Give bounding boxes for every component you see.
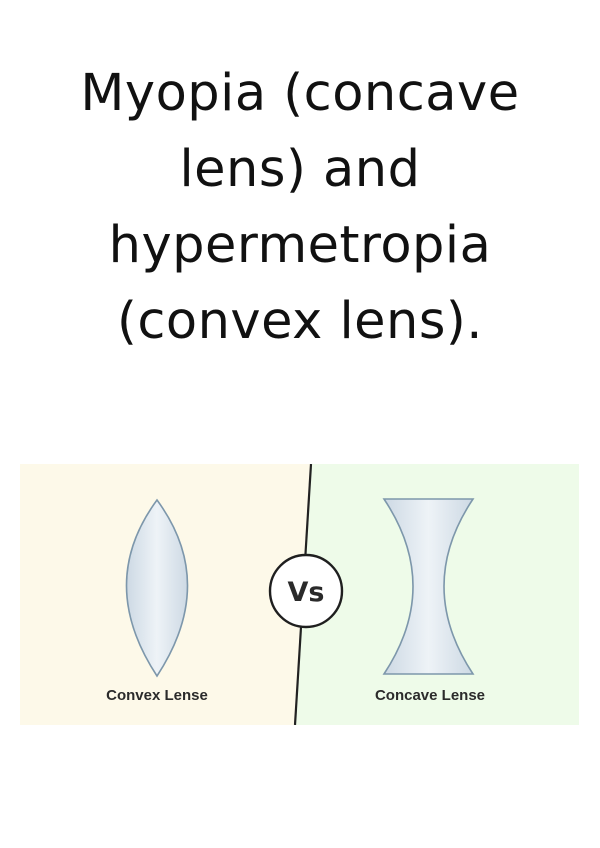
concave-lens-label: Concave Lense xyxy=(375,687,485,704)
lens-comparison-svg: Vs Convex Lense Concave Lense xyxy=(20,464,579,725)
page-title: Myopia (concave lens) and hypermetropia … xyxy=(0,56,600,360)
vs-badge-text: Vs xyxy=(288,577,325,608)
title-line-3: hypermetropia xyxy=(108,216,492,275)
lens-comparison-figure: Vs Convex Lense Concave Lense xyxy=(20,464,579,725)
vs-badge: Vs xyxy=(268,553,344,629)
title-line-1: Myopia (concave xyxy=(80,64,520,123)
title-line-2: lens) and xyxy=(179,140,421,199)
title-line-4: (convex lens). xyxy=(116,292,484,351)
convex-lens-shape xyxy=(125,498,189,678)
convex-lens-label: Convex Lense xyxy=(106,687,208,704)
concave-lens-shape xyxy=(382,498,475,675)
